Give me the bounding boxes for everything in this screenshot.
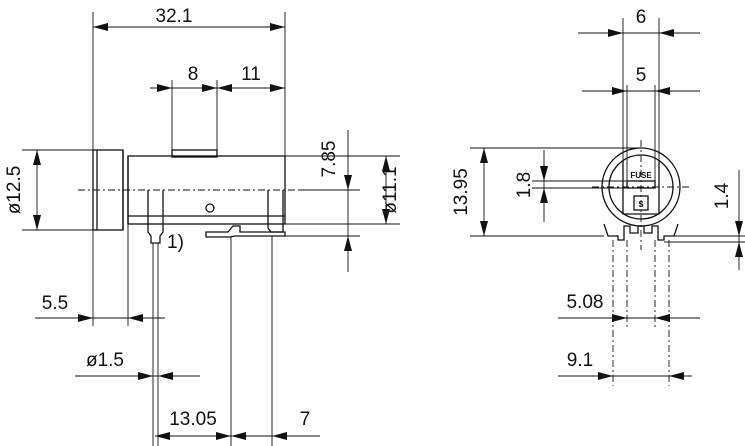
pin-spacing-2-label: 7 <box>300 409 311 430</box>
dimension-pin-standoff: 1.4 <box>664 170 745 270</box>
inner-diameter-label: ø11.1 <box>380 166 401 213</box>
slot-width-label: 8 <box>188 64 199 85</box>
height-label: 13.95 <box>451 168 472 216</box>
dimension-pin-pitch: 5.08 <box>558 292 700 322</box>
dimension-pin-diameter: ø1.5 <box>75 350 200 380</box>
pin-offset-label: 5.5 <box>42 293 68 314</box>
pin-spacing-label: 13.05 <box>169 409 217 430</box>
pin-right <box>267 190 284 233</box>
solder-tab <box>205 225 286 238</box>
dimension-inner-width: 5 <box>582 65 700 181</box>
dimension-height: 13.95 <box>451 147 641 237</box>
length-label: 32.1 <box>156 6 193 27</box>
dimension-pin-offset: 5.5 <box>35 224 165 326</box>
dimension-window-height: 1.8 <box>514 150 627 222</box>
pin-pitch-label: 5.08 <box>567 292 604 313</box>
pin-standoff-label: 1.4 <box>712 182 733 209</box>
front-view: FUSE S 6 5 <box>451 7 745 386</box>
mounting-hole <box>205 203 215 213</box>
body-diameter-label: ø12.5 <box>4 166 25 215</box>
side-view: 1) 32.1 8 11 ø <box>4 6 401 446</box>
note-label: 1) <box>167 232 184 253</box>
top-width-label: 6 <box>636 7 647 28</box>
dimension-body-diameter: ø12.5 <box>4 149 93 231</box>
window-height-label: 1.8 <box>514 172 535 198</box>
dimension-pin-spacing: 13.05 7 <box>155 236 320 446</box>
dimension-pin-span: 9.1 <box>558 350 692 380</box>
slot-offset-label: 11 <box>241 64 261 85</box>
top-offset-label: 7.85 <box>319 141 340 178</box>
dimension-slot: 8 11 <box>150 64 285 150</box>
dimension-length: 32.1 <box>92 6 286 156</box>
front-pin-lines <box>612 240 670 386</box>
pin-diameter-label: ø1.5 <box>86 350 124 371</box>
dimension-top-width: 6 <box>578 7 700 160</box>
inner-width-label: 5 <box>636 65 647 86</box>
pin-left <box>147 190 164 446</box>
dimension-vertical-right: 7.85 ø11.1 <box>285 130 401 272</box>
pin-span-label: 9.1 <box>567 350 593 371</box>
